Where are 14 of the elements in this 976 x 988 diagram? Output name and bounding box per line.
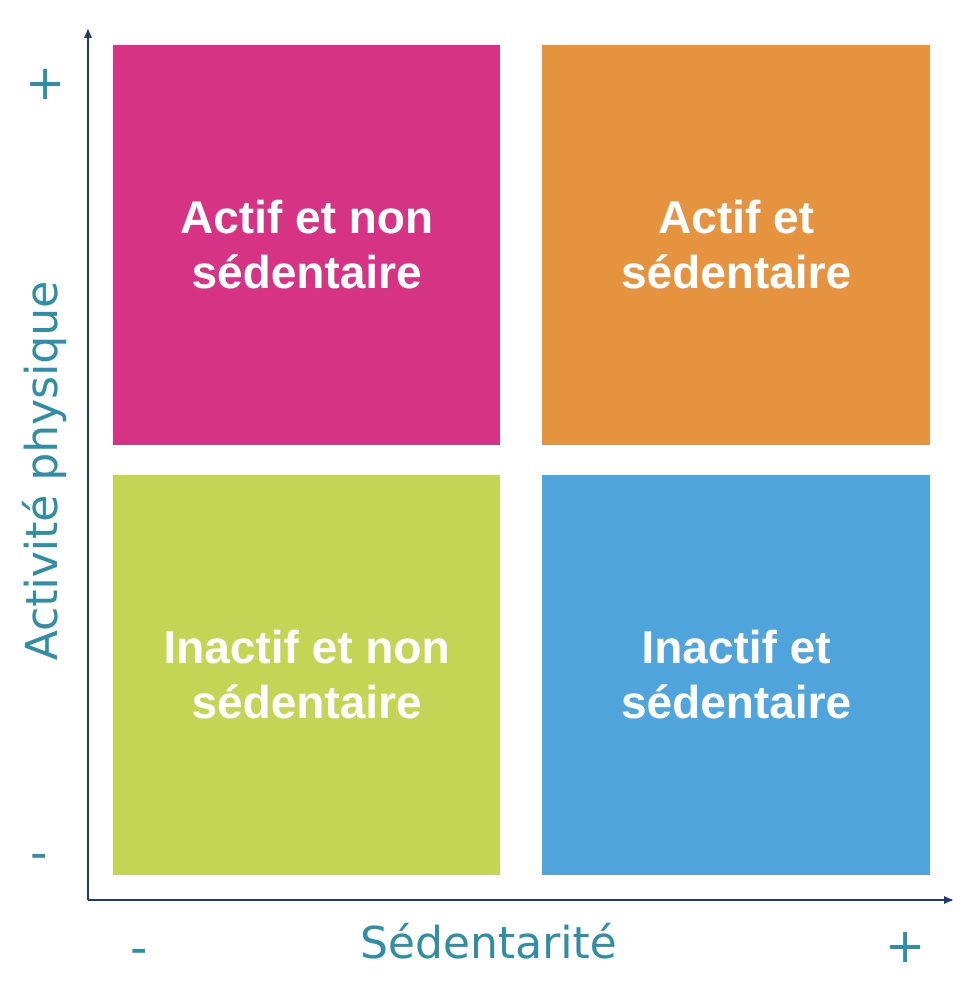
quadrant-label: Actif et non sédentaire: [179, 190, 434, 300]
quadrant-label: Inactif et non sédentaire: [162, 620, 451, 730]
quadrant-label: Inactif et sédentaire: [620, 620, 852, 730]
axis-end-label: +: [25, 55, 66, 111]
quadrant-box: [113, 45, 500, 445]
axis-title: Sédentarité: [360, 918, 617, 969]
quadrant-box: [542, 475, 930, 875]
quadrant-label: Actif et sédentaire: [620, 190, 852, 300]
axis-end-label: +: [885, 918, 926, 974]
quadrant-box: [542, 45, 930, 445]
axis-end-label: -: [130, 920, 148, 976]
axis-end-label: -: [30, 825, 48, 881]
axis-title: Activité physique: [16, 280, 68, 660]
quadrant-box: [113, 475, 500, 875]
